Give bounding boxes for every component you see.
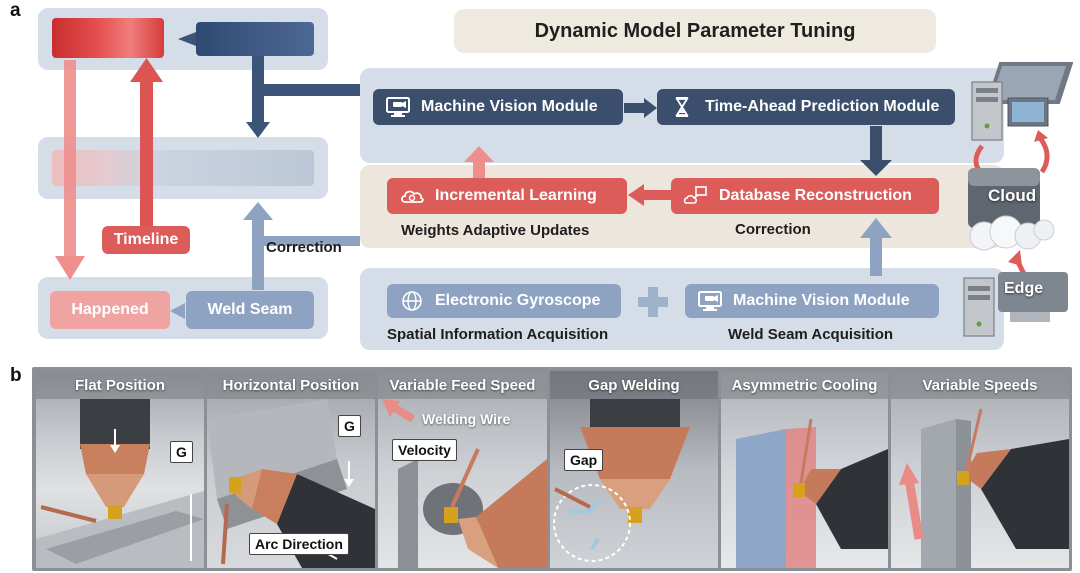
database-reconstruction-module: Database Reconstruction [671, 178, 939, 214]
machine-vision-module-bottom: Machine Vision Module [685, 284, 939, 318]
photo-variable-speeds: Variable Speeds [891, 371, 1069, 568]
diagram-title-text: Dynamic Model Parameter Tuning [534, 19, 856, 42]
weld-seam-text: Weld Seam [207, 301, 293, 318]
database-reconstruction-text: Database Reconstruction [719, 187, 912, 204]
incremental-learning-text: Incremental Learning [435, 187, 597, 204]
photo-title: Horizontal Position [207, 371, 375, 399]
tag-g: G [338, 415, 361, 437]
red-bar-top [52, 18, 164, 58]
electronic-gyroscope-text: Electronic Gyroscope [435, 292, 601, 309]
photo-asymmetric-cooling: Asymmetric Cooling [721, 371, 888, 568]
weld-seam-box: Weld Seam [186, 291, 314, 329]
globe-icon [402, 291, 422, 311]
machine-vision-module-top: Machine Vision Module [373, 89, 623, 125]
right-panel-arrows [464, 98, 892, 276]
happened-text: Happened [71, 301, 149, 318]
weld-seam-acq-label: Weld Seam Acquisition [728, 326, 894, 343]
tag-g: G [170, 441, 193, 463]
monitor-camera-icon [386, 97, 410, 117]
electronic-gyroscope-module: Electronic Gyroscope [387, 284, 621, 318]
variable-speeds-illustration [899, 408, 1069, 568]
timeline-text: Timeline [113, 231, 179, 248]
tag-arc-direction: Arc Direction [249, 533, 349, 555]
photo-flat-position: Flat Position G [36, 371, 204, 568]
photo-title: Gap Welding [550, 371, 718, 399]
cloud-edge-illustration [963, 62, 1074, 337]
happened-box: Happened [50, 291, 170, 329]
left-column-arrows [55, 32, 360, 319]
welding-wire-label: Welding Wire [422, 411, 511, 427]
blurred-bar-mid [52, 150, 314, 186]
weights-adaptive-label: Weights Adaptive Updates [401, 222, 590, 239]
time-ahead-text: Time-Ahead Prediction Module [705, 98, 940, 115]
time-ahead-prediction-module: Time-Ahead Prediction Module [657, 89, 955, 125]
tag-gap: Gap [564, 449, 604, 471]
plus-icon [638, 287, 668, 317]
cloud-label: Cloud [988, 186, 1037, 205]
cloud-sync-icon [401, 190, 424, 203]
database-network-icon [683, 186, 707, 204]
photo-title: Asymmetric Cooling [721, 371, 888, 399]
incremental-learning-module: Incremental Learning [387, 178, 627, 214]
edge-label: Edge [1004, 280, 1044, 297]
machine-vision-bottom-text: Machine Vision Module [733, 292, 910, 309]
monitor-camera-icon [698, 291, 722, 311]
panel-b-letter: b [10, 365, 22, 386]
photo-gap-welding: Gap Welding Gap [550, 371, 718, 568]
gap-welding-illustration [553, 399, 690, 562]
spatial-info-label: Spatial Information Acquisition [387, 326, 609, 343]
variable-feed-illustration [382, 399, 547, 568]
photo-horizontal-position: Horizontal Position G Arc Direction [207, 371, 375, 568]
photo-title: Flat Position [36, 371, 204, 399]
hourglass-icon [675, 97, 689, 117]
blue-bar-top [196, 22, 314, 56]
photo-title: Variable Speeds [891, 371, 1069, 399]
diagram-title: Dynamic Model Parameter Tuning [454, 9, 936, 53]
machine-vision-top-text: Machine Vision Module [421, 98, 598, 115]
panel-a-letter: a [10, 0, 21, 21]
correction-right-label: Correction [735, 221, 811, 238]
asymmetric-cooling-illustration [736, 418, 888, 568]
correction-left-label: Correction [266, 239, 342, 256]
photo-variable-feed-speed: Variable Feed Speed Welding Wire Velocit… [378, 371, 547, 568]
photo-title: Variable Feed Speed [378, 371, 547, 399]
timeline-label: Timeline [102, 226, 190, 254]
flat-position-illustration [36, 399, 204, 568]
tag-velocity: Velocity [392, 439, 457, 461]
